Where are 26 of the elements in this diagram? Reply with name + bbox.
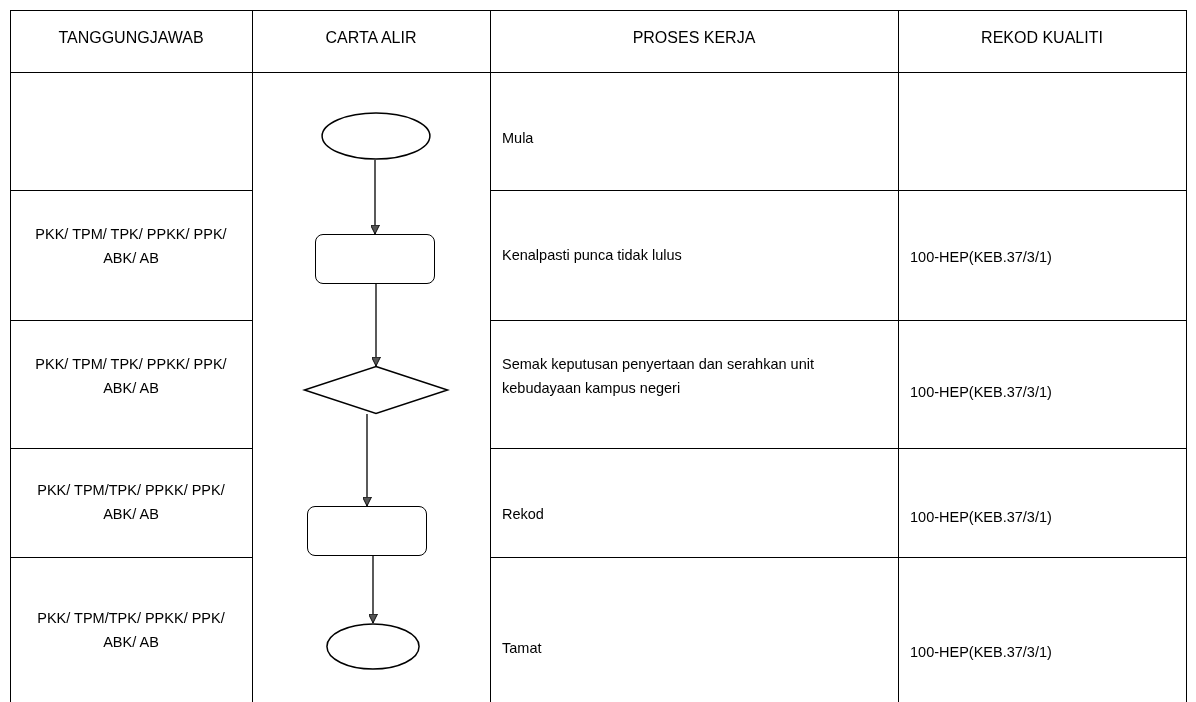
cell-text: Rekod	[502, 506, 544, 522]
terminator-ellipse	[326, 623, 420, 670]
decision-diamond	[303, 366, 449, 414]
cell-text: Kenalpasti punca tidak lulus	[502, 247, 682, 263]
arrow	[362, 413, 372, 507]
process-box	[307, 506, 427, 556]
arrow	[370, 159, 380, 235]
cell-text: Mula	[502, 130, 534, 146]
terminator-ellipse	[321, 112, 431, 160]
cell-text: Semak keputusan penyertaan dan serahkan unit kebudayaan kampus negeri	[502, 356, 814, 396]
column-header: REKOD KUALITI	[981, 29, 1103, 46]
cell-text: 100-HEP(KEB.37/3/1)	[910, 249, 1052, 265]
responsibility-text: PKK/ TPM/ TPK/ PPKK/ PPK/ ABK/ AB	[35, 226, 227, 266]
cell-text: 100-HEP(KEB.37/3/1)	[910, 384, 1052, 400]
arrow	[371, 283, 381, 367]
responsibility-text: PKK/ TPM/ TPK/ PPKK/ PPK/ ABK/ AB	[35, 356, 227, 396]
cell-text: Tamat	[502, 640, 542, 656]
cell-text: 100-HEP(KEB.37/3/1)	[910, 644, 1052, 660]
column-header: PROSES KERJA	[632, 29, 756, 46]
arrow	[368, 555, 378, 624]
column-header: CARTA ALIR	[325, 29, 417, 46]
process-box	[315, 234, 435, 284]
cell-text: 100-HEP(KEB.37/3/1)	[910, 509, 1052, 525]
responsibility-text: PKK/ TPM/TPK/ PPKK/ PPK/ ABK/ AB	[37, 610, 225, 650]
column-header: TANGGUNGJAWAB	[58, 29, 204, 46]
responsibility-text: PKK/ TPM/TPK/ PPKK/ PPK/ ABK/ AB	[37, 482, 225, 522]
